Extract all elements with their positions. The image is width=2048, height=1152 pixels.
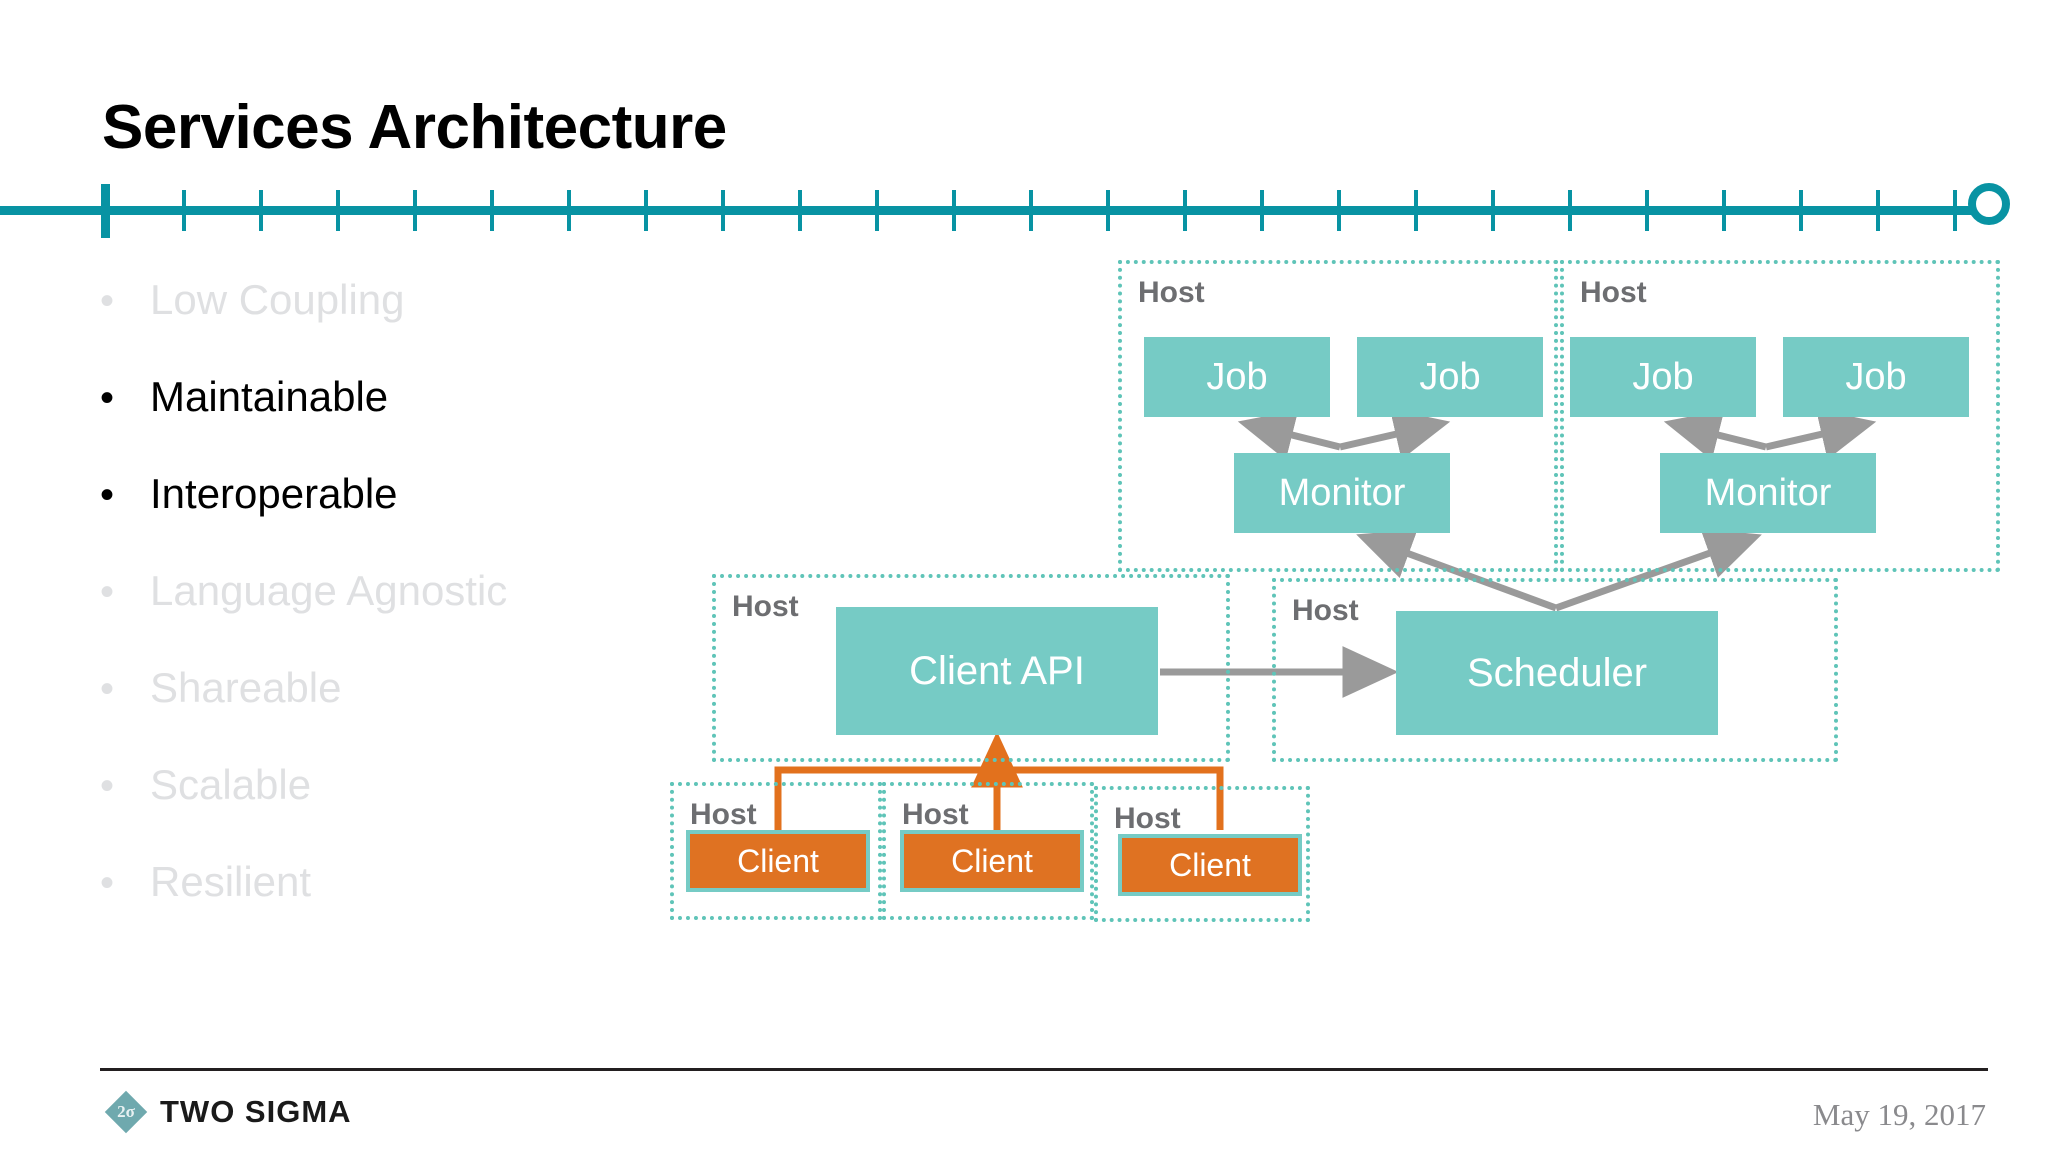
- host-label: Host: [1138, 276, 1205, 309]
- bullet-label: Shareable: [150, 664, 342, 711]
- timeline-tick[interactable]: [1260, 190, 1264, 231]
- node-monitor-1: Monitor: [1234, 453, 1450, 533]
- host-label: Host: [902, 798, 969, 831]
- timeline-rail: [0, 206, 2002, 215]
- node-client-1: Client: [686, 830, 870, 892]
- host-client-2: [882, 782, 1094, 920]
- bullet-item-resilient: • Resilient: [100, 858, 740, 955]
- timeline-tick[interactable]: [490, 190, 494, 231]
- timeline-tick[interactable]: [182, 190, 186, 231]
- bullet-label: Language Agnostic: [150, 567, 508, 614]
- node-job-4: Job: [1783, 337, 1969, 417]
- host-label: Host: [690, 798, 757, 831]
- bullet-list: • Low Coupling • Maintainable • Interoperable…: [100, 276, 740, 955]
- timeline-tick[interactable]: [1645, 190, 1649, 231]
- host-client-3: [1094, 786, 1310, 922]
- node-monitor-2: Monitor: [1660, 453, 1876, 533]
- bullet-dot-icon: •: [100, 667, 115, 711]
- bullet-item-scalable: • Scalable: [100, 761, 740, 858]
- host-client-api: [712, 574, 1230, 762]
- bullet-dot-icon: •: [100, 764, 115, 808]
- timeline-tick[interactable]: [798, 190, 802, 231]
- bullet-dot-icon: •: [100, 376, 115, 420]
- host-jobs-left: [1118, 260, 1558, 572]
- timeline-tick[interactable]: [1953, 190, 1957, 231]
- bullet-dot-icon: •: [100, 861, 115, 905]
- arrow-monitor1-to-jobs: [1237, 408, 1451, 461]
- bullet-item-low-coupling: • Low Coupling: [100, 276, 740, 373]
- host-label: Host: [1114, 802, 1181, 835]
- timeline-tick[interactable]: [1183, 190, 1187, 231]
- bullet-label: Resilient: [150, 858, 312, 905]
- node-client-2: Client: [900, 830, 1084, 892]
- node-job-2: Job: [1357, 337, 1543, 417]
- timeline-tick[interactable]: [1414, 190, 1418, 231]
- bullet-dot-icon: •: [100, 279, 115, 323]
- timeline-tick[interactable]: [413, 190, 417, 231]
- timeline-tick[interactable]: [1876, 190, 1880, 231]
- arrow-scheduler-to-monitor2: [1554, 528, 1762, 612]
- arrow-scheduler-to-monitor1: [1356, 529, 1558, 612]
- host-label: Host: [732, 590, 799, 623]
- timeline-tick[interactable]: [1568, 190, 1572, 231]
- timeline-tick[interactable]: [1491, 190, 1495, 231]
- page-title: Services Architecture: [102, 93, 727, 162]
- two-sigma-logo: 2σ TWO SIGMA: [104, 1090, 352, 1134]
- bullet-item-shareable: • Shareable: [100, 664, 740, 761]
- node-job-3: Job: [1570, 337, 1756, 417]
- timeline-tick[interactable]: [1722, 190, 1726, 231]
- node-client-api: Client API: [836, 607, 1158, 735]
- timeline-tick[interactable]: [875, 190, 879, 231]
- timeline-tick[interactable]: [1106, 190, 1110, 231]
- timeline-tick[interactable]: [1029, 190, 1033, 231]
- timeline-tick[interactable]: [336, 190, 340, 231]
- bullet-dot-icon: •: [100, 570, 115, 614]
- node-job-1: Job: [1144, 337, 1330, 417]
- timeline-tick[interactable]: [1337, 190, 1341, 231]
- node-scheduler: Scheduler: [1396, 611, 1718, 735]
- host-scheduler: [1272, 578, 1838, 762]
- host-label: Host: [1580, 276, 1647, 309]
- bullet-label: Interoperable: [150, 470, 398, 517]
- timeline-tick[interactable]: [259, 190, 263, 231]
- host-label: Host: [1292, 594, 1359, 627]
- bullet-item-language-agnostic: • Language Agnostic: [100, 567, 740, 664]
- bullet-item-maintainable: • Maintainable: [100, 373, 740, 470]
- arrow-clients-to-clientapi: [774, 731, 1224, 830]
- timeline-tick[interactable]: [567, 190, 571, 231]
- node-client-3: Client: [1118, 834, 1302, 896]
- timeline-tick[interactable]: [1799, 190, 1803, 231]
- two-sigma-diamond-icon: 2σ: [104, 1090, 148, 1134]
- logo-sigma-text: 2σ: [117, 1102, 135, 1121]
- logo-wordmark: TWO SIGMA: [160, 1094, 352, 1129]
- timeline-tick[interactable]: [644, 190, 648, 231]
- footer-date: May 19, 2017: [1812, 1097, 1986, 1132]
- timeline-endcap-circle-icon: [1968, 183, 2010, 225]
- bullet-dot-icon: •: [100, 473, 115, 517]
- bullet-label: Scalable: [150, 761, 312, 808]
- progress-timeline[interactable]: [0, 183, 2048, 238]
- timeline-tick-current[interactable]: [101, 184, 110, 238]
- host-client-1: [670, 782, 882, 920]
- timeline-tick[interactable]: [952, 190, 956, 231]
- bullet-item-interoperable: • Interoperable: [100, 470, 740, 567]
- host-jobs-right: [1560, 260, 2000, 572]
- bullet-label: Maintainable: [150, 373, 389, 420]
- arrow-monitor2-to-jobs: [1663, 408, 1877, 461]
- timeline-tick[interactable]: [721, 190, 725, 231]
- bullet-label: Low Coupling: [150, 276, 405, 323]
- footer-divider: [100, 1068, 1988, 1071]
